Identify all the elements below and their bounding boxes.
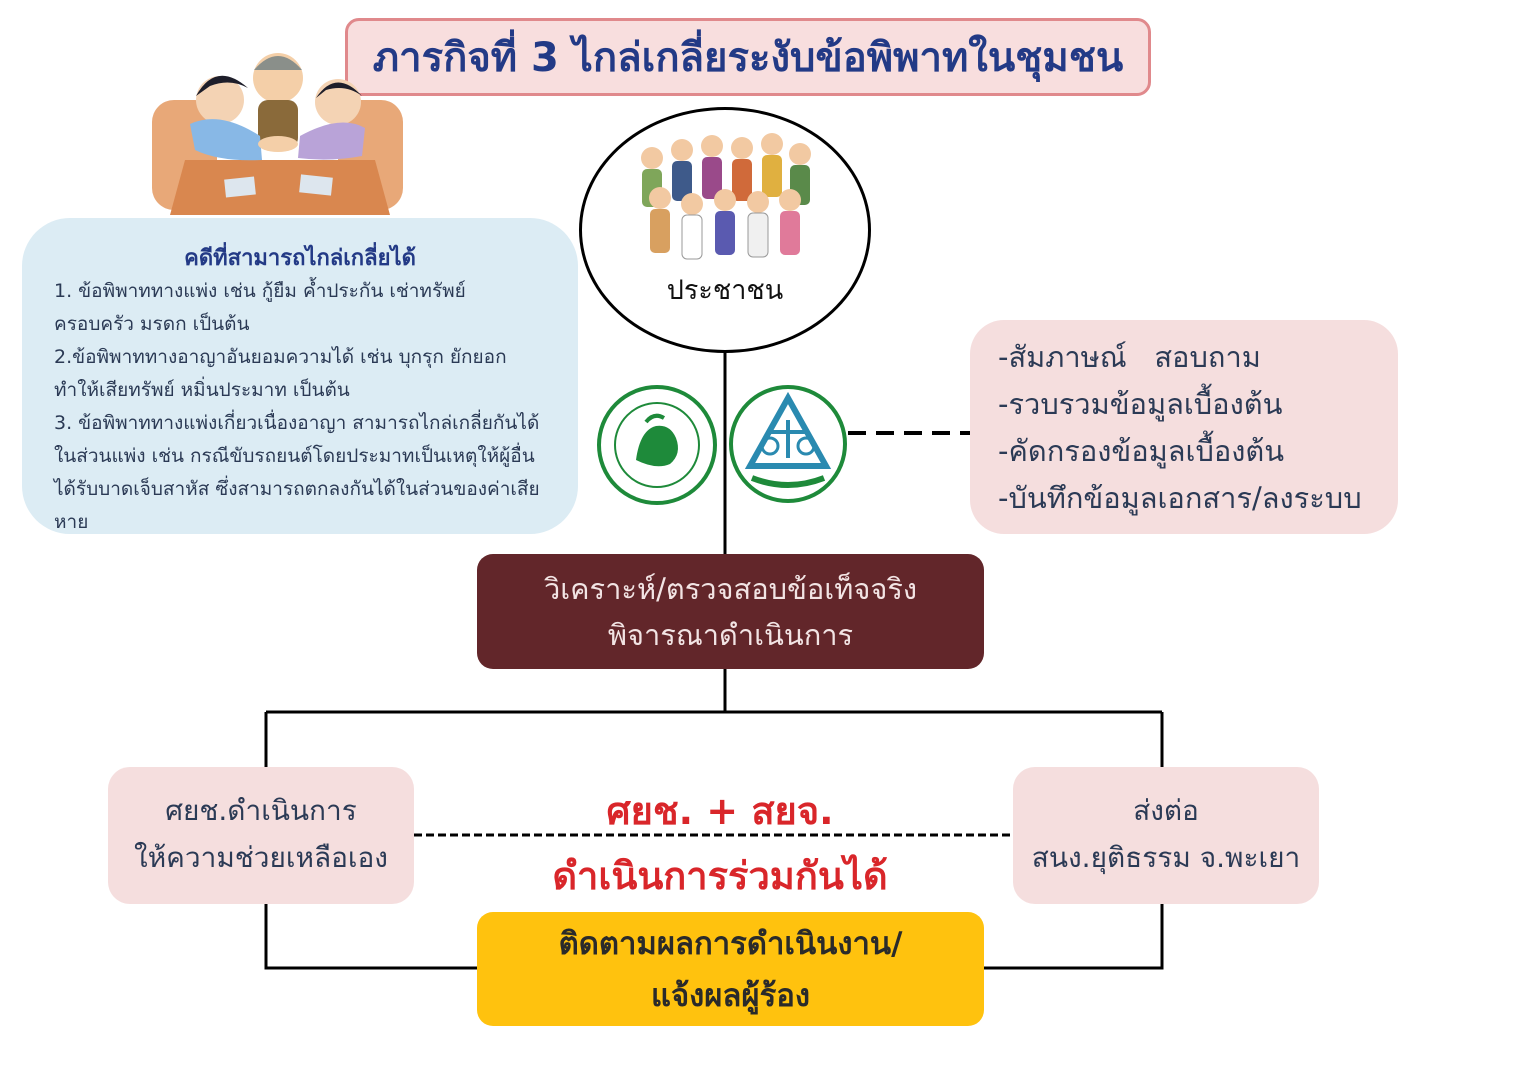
follow-up-line: แจ้งผลผู้ร้อง bbox=[650, 978, 810, 1014]
analyze-line: พิจารณาดำเนินการ bbox=[607, 618, 854, 652]
refer-line: สนง.ยุติธรรม จ.พะเยา bbox=[1031, 841, 1301, 874]
follow-up-line: ติดตามผลการดำเนินงาน/ bbox=[558, 926, 903, 962]
dla-seal-logo bbox=[597, 385, 717, 505]
mediable-cases-box: คดีที่สามารถไกล่เกลี่ยได้ 1. ข้อพิพาททาง… bbox=[22, 218, 578, 534]
joint-operation-label: ดำเนินการร่วมกันได้ bbox=[552, 854, 888, 898]
mediable-cases-title: คดีที่สามารถไกล่เกลี่ยได้ bbox=[184, 246, 416, 271]
refer-box: ส่งต่อ สนง.ยุติธรรม จ.พะเยา bbox=[1013, 767, 1319, 904]
step-item: -สัมภาษณ์ สอบถาม bbox=[998, 340, 1261, 374]
crowd-illustration bbox=[641, 133, 811, 260]
self-assist-box: ศยช.ดำเนินการ ให้ความช่วยเหลือเอง bbox=[108, 767, 414, 904]
step-item: -รวบรวมข้อมูลเบื้องต้น bbox=[998, 387, 1283, 421]
joint-agencies-label: ศยช. + สยจ. bbox=[606, 789, 834, 833]
people-label: ประชาชน bbox=[666, 275, 784, 306]
step-item: -คัดกรองข้อมูลเบื้องต้น bbox=[998, 434, 1285, 468]
follow-up-box: ติดตามผลการดำเนินงาน/ แจ้งผลผู้ร้อง bbox=[477, 912, 984, 1026]
case-item: 1. ข้อพิพาททางแพ่ง เช่น กู้ยืม ค้ำประกัน… bbox=[54, 280, 466, 335]
page-title: ภารกิจที่ 3 ไกล่เกลี่ยระงับข้อพิพาทในชุม… bbox=[345, 18, 1151, 96]
self-assist-line: ศยช.ดำเนินการ bbox=[165, 794, 357, 827]
step-item: -บันทึกข้อมูลเอกสาร/ลงระบบ bbox=[998, 481, 1362, 515]
self-assist-line: ให้ความช่วยเหลือเอง bbox=[134, 841, 388, 874]
intake-steps-box: -สัมภาษณ์ สอบถาม -รวบรวมข้อมูลเบื้องต้น … bbox=[970, 320, 1398, 534]
case-item: 3. ข้อพิพาททางแพ่งเกี่ยวเนื่องอาญา สามาร… bbox=[54, 412, 540, 533]
justice-network-logo bbox=[729, 385, 847, 503]
case-item: 2.ข้อพิพาททางอาญาอันยอมความได้ เช่น บุกร… bbox=[54, 346, 507, 401]
refer-line: ส่งต่อ bbox=[1133, 794, 1199, 827]
analyze-line: วิเคราะห์/ตรวจสอบข้อเท็จจริง bbox=[543, 572, 918, 606]
mediation-illustration bbox=[152, 53, 403, 215]
analyze-facts-box: วิเคราะห์/ตรวจสอบข้อเท็จจริง พิจารณาดำเน… bbox=[477, 554, 984, 669]
